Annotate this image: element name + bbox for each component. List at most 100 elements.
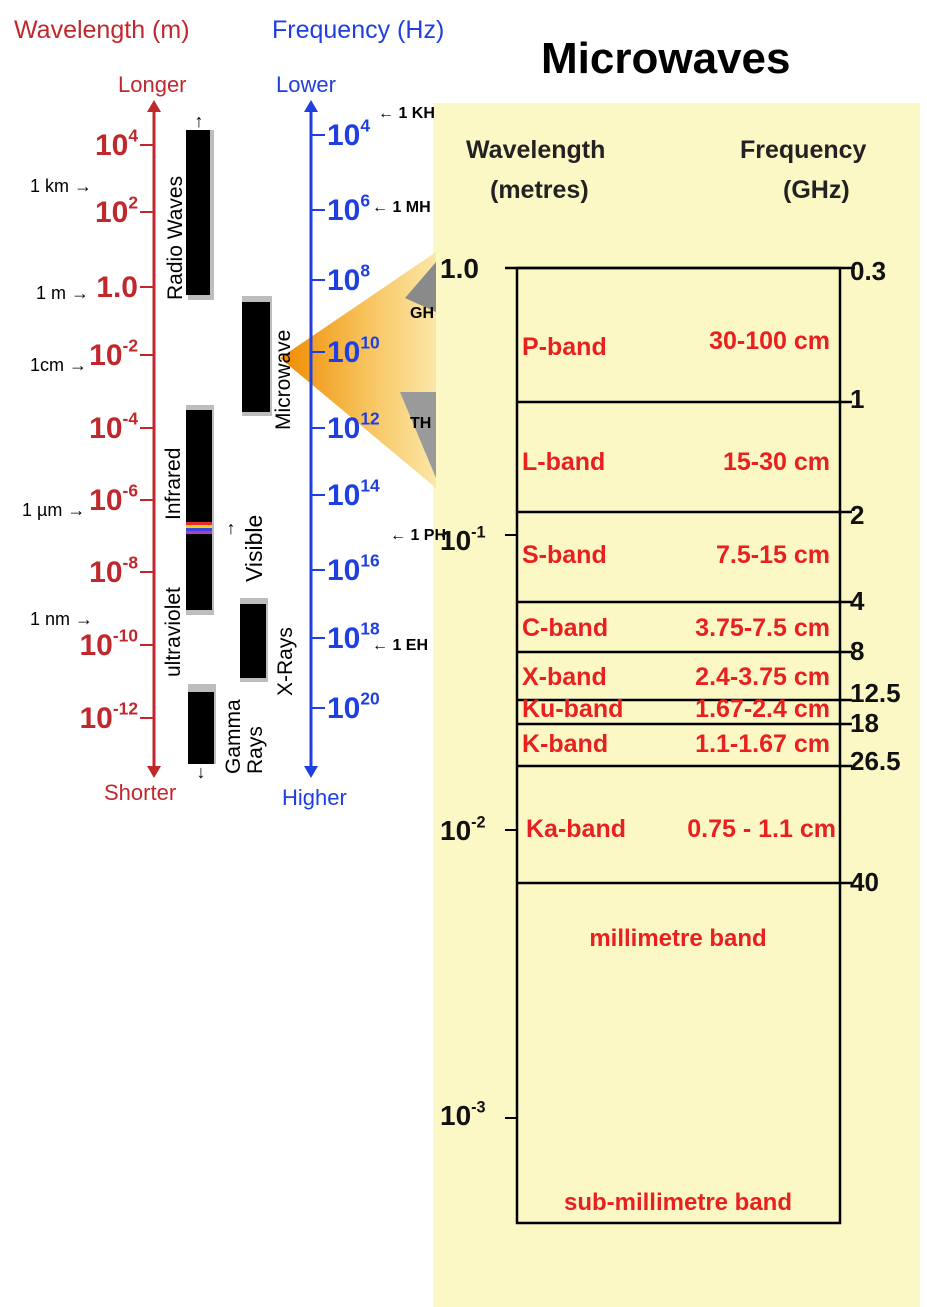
frequency-tick-label: 1016: [327, 551, 380, 588]
frequency-marker: TH: [410, 415, 431, 432]
band-range: 7.5-15 cm: [716, 541, 830, 569]
wavelength-marker: 1 m →: [36, 283, 89, 303]
frequency-marker: GH: [410, 305, 434, 322]
panel-frequency-label: 0.3: [850, 256, 886, 286]
gamma-arrow: ↓: [197, 762, 206, 782]
frequency-tick-label: 108: [327, 261, 370, 298]
band-name: P-band: [522, 333, 607, 361]
frequency-tick-label: 1014: [327, 476, 380, 513]
band-range: 0.75 - 1.1 cm: [687, 815, 836, 843]
visible-red: [186, 522, 212, 525]
xrays-label: X-Rays: [274, 627, 297, 696]
band-name: Ka-band: [526, 815, 626, 843]
radio-label: Radio Waves: [164, 176, 187, 300]
panel-frequency-label: 18: [850, 708, 879, 738]
frequency-tick-label: 106: [327, 191, 370, 228]
panel-wavelength-label: 10-3: [440, 1098, 486, 1131]
frequency-marker: ← 1 PH: [390, 527, 446, 544]
panel-frequency-label: 2: [850, 500, 864, 530]
gamma-label-2: Rays: [244, 726, 267, 774]
longer-label: Longer: [118, 72, 187, 97]
radio-top-arrow: ↑: [195, 111, 204, 131]
wavelength-arrow-down: [147, 766, 161, 778]
band-range: 15-30 cm: [723, 448, 830, 476]
beam-shadow-bottom: [400, 392, 436, 478]
infrared-label: Infrared: [162, 448, 185, 520]
frequency-tick-label: 1020: [327, 689, 380, 726]
frequency-arrow-down: [304, 766, 318, 778]
wavelength-tick-label: 102: [95, 193, 138, 230]
panel-wavelength-header: Wavelength: [466, 136, 605, 164]
visible-yellow: [186, 525, 212, 528]
band-range: 30-100 cm: [709, 327, 830, 355]
wavelength-marker: 1 nm →: [30, 609, 93, 629]
panel-wavelength-label: 1.0: [440, 253, 479, 284]
gamma-label-1: Gamma: [222, 699, 245, 774]
microwaves-panel: [433, 103, 920, 1307]
panel-wavelength-unit: (metres): [490, 176, 589, 204]
wavelength-tick-label: 104: [95, 126, 138, 163]
visible-violet: [186, 531, 212, 534]
frequency-tick-label: 104: [327, 116, 370, 153]
visible-arrow: ↑: [227, 518, 236, 538]
band-name: K-band: [522, 730, 608, 758]
xray-block: [240, 604, 266, 678]
panel-frequency-label: 1: [850, 384, 864, 414]
frequency-tick-label: 1018: [327, 619, 380, 656]
wavelength-title: Wavelength (m): [14, 16, 190, 44]
panel-frequency-label: 40: [850, 867, 879, 897]
wavelength-tick-label: 10-6: [89, 481, 138, 518]
panel-frequency-label: 26.5: [850, 746, 901, 776]
beam-shadow-top: [405, 262, 436, 312]
wavelength-arrow-up: [147, 100, 161, 112]
band-name: L-band: [522, 448, 605, 476]
panel-frequency-label: 4: [850, 586, 865, 616]
frequency-marker: ← 1 MH: [372, 199, 431, 216]
microwaves-title: Microwaves: [541, 34, 790, 83]
band-name: millimetre band: [589, 925, 766, 952]
frequency-tick-label: 1012: [327, 409, 380, 446]
wavelength-tick-label: 10-12: [79, 699, 138, 736]
ultraviolet-label: ultraviolet: [162, 587, 185, 677]
visible-blue: [186, 528, 212, 531]
frequency-arrow-up: [304, 100, 318, 112]
frequency-marker: ← 1 KH: [378, 105, 435, 122]
shorter-label: Shorter: [104, 780, 176, 805]
band-range: 3.75-7.5 cm: [695, 614, 830, 642]
panel-wavelength-label: 10-2: [440, 813, 486, 846]
ir-uv-block: [186, 410, 212, 610]
band-name: S-band: [522, 541, 607, 569]
visible-label: Visible: [241, 515, 267, 582]
zoom-beam: [280, 252, 436, 488]
frequency-tick-label: 1010: [327, 333, 380, 370]
band-name: sub-millimetre band: [564, 1189, 792, 1216]
wavelength-marker: 1 µm →: [22, 500, 85, 520]
wavelength-tick-label: 10-8: [89, 553, 138, 590]
higher-label: Higher: [282, 785, 347, 810]
wavelength-marker: 1cm →: [30, 355, 87, 375]
lower-label: Lower: [276, 72, 336, 97]
band-range: 1.67-2.4 cm: [695, 695, 830, 723]
wavelength-tick-label: 10-4: [89, 409, 138, 446]
band-range: 1.1-1.67 cm: [695, 730, 830, 758]
panel-frequency-unit: (GHz): [783, 176, 850, 204]
gamma-block: [188, 692, 214, 764]
wavelength-tick-label: 10-10: [79, 626, 138, 663]
wavelength-tick-label: 1.0: [96, 271, 138, 304]
microwave-block: [242, 302, 270, 412]
frequency-marker: ← 1 EH: [372, 637, 428, 654]
microwave-label: Microwave: [272, 330, 295, 430]
wavelength-marker: 1 km →: [30, 176, 92, 196]
band-name: Ku-band: [522, 695, 623, 723]
frequency-title: Frequency (Hz): [272, 16, 444, 44]
radio-block: [186, 130, 210, 295]
band-range: 2.4-3.75 cm: [695, 663, 830, 691]
panel-wavelength-label: 10-1: [440, 523, 486, 556]
band-name: C-band: [522, 614, 608, 642]
wavelength-tick-label: 10-2: [89, 336, 138, 373]
panel-frequency-header: Frequency: [740, 136, 867, 164]
band-name: X-band: [522, 663, 607, 691]
panel-frequency-label: 12.5: [850, 678, 901, 708]
panel-frequency-label: 8: [850, 636, 864, 666]
